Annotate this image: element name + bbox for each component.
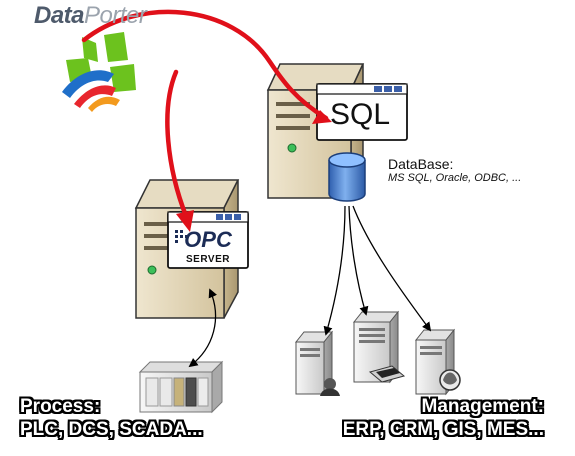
arrow-to-sql-head [312,110,332,124]
crm-server-icon [352,310,406,384]
process-label: Process: PLC, DCS, SCADA... [20,396,203,442]
mes-server-icon [414,328,461,396]
arrow-db-mes [352,205,432,332]
sql-server [266,63,408,202]
dataporter-logo-icon [62,32,136,112]
arrow-to-sql [81,9,329,121]
brand-logo-text: DataPorter [34,2,147,29]
opc-server [134,179,249,319]
management-label: Management: ERP, CRM, GIS, MES... [296,396,544,442]
brand-part-porter: Porter [84,2,147,29]
arrow-db-crm [348,205,369,316]
sql-window-label: SQL [329,98,391,131]
database-subtitle: MS SQL, Oracle, ODBC, ... [388,172,522,185]
management-title: Management: [421,396,544,417]
arrow-opc-plc [188,288,218,368]
arrow-to-opc [165,69,189,219]
opc-logo-text: OPC [184,227,232,252]
database-title: DataBase: [388,156,454,172]
arrow-db-erp [323,205,346,336]
arrow-to-opc-head [176,210,194,232]
brand-part-data: Data [34,2,85,29]
erp-server-icon [294,330,340,396]
process-systems: PLC, DCS, SCADA... [20,418,203,440]
management-systems: ERP, CRM, GIS, MES... [342,418,544,440]
opc-server-caption: SERVER [186,254,230,265]
process-title: Process: [20,396,101,417]
database-label: DataBase: MS SQL, Oracle, ODBC, ... [388,156,521,185]
